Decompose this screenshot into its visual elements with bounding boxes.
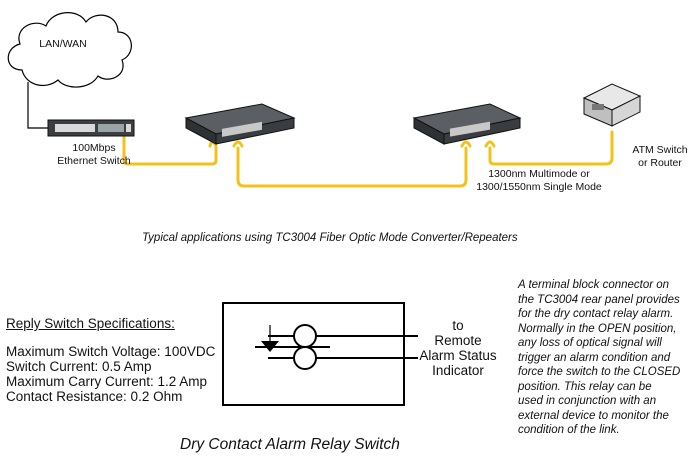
atm-switch-icon <box>582 83 642 127</box>
converter-fiber-link-left <box>236 146 468 188</box>
spec-line: Maximum Carry Current: 1.2 Amp <box>6 374 208 389</box>
cloud-label: LAN/WAN <box>39 38 87 50</box>
switch-label: 100Mbps Ethernet Switch <box>57 142 131 167</box>
converter-loop-left-2 <box>232 140 244 148</box>
atm-label: ATM Switch or Router <box>632 144 688 169</box>
relay-contact-arrow-icon <box>261 341 279 352</box>
cloud-link-line <box>27 82 48 129</box>
converter-fiber-link-right <box>488 130 614 166</box>
remote-indicator-label: to Remote Alarm Status Indicator <box>419 318 497 378</box>
relay-box <box>222 302 405 406</box>
network-caption: Typical applications using TC3004 Fiber … <box>142 232 518 244</box>
lan-wan-cloud-icon <box>7 12 132 88</box>
relay-caption: Dry Contact Alarm Relay Switch <box>180 436 400 453</box>
specs-heading: Reply Switch Specifications: <box>6 316 175 331</box>
converter-loop-right-2 <box>484 140 496 148</box>
tc3004-converter-right-icon <box>412 103 522 145</box>
spec-line: Switch Current: 0.5 Amp <box>6 359 152 374</box>
ethernet-switch-icon <box>47 119 135 137</box>
spec-line: Contact Resistance: 0.2 Ohm <box>6 389 183 404</box>
fiber-mode-label: 1300nm Multimode or 1300/1550nm Single M… <box>476 168 602 193</box>
converter-loop-right <box>460 140 472 148</box>
specs-list: Maximum Switch Voltage: 100VDC Switch Cu… <box>6 344 215 404</box>
spec-line: Maximum Switch Voltage: 100VDC <box>6 344 216 359</box>
relay-description: A terminal block connector on the TC3004… <box>518 279 681 436</box>
tc3004-converter-left-icon <box>184 103 296 145</box>
